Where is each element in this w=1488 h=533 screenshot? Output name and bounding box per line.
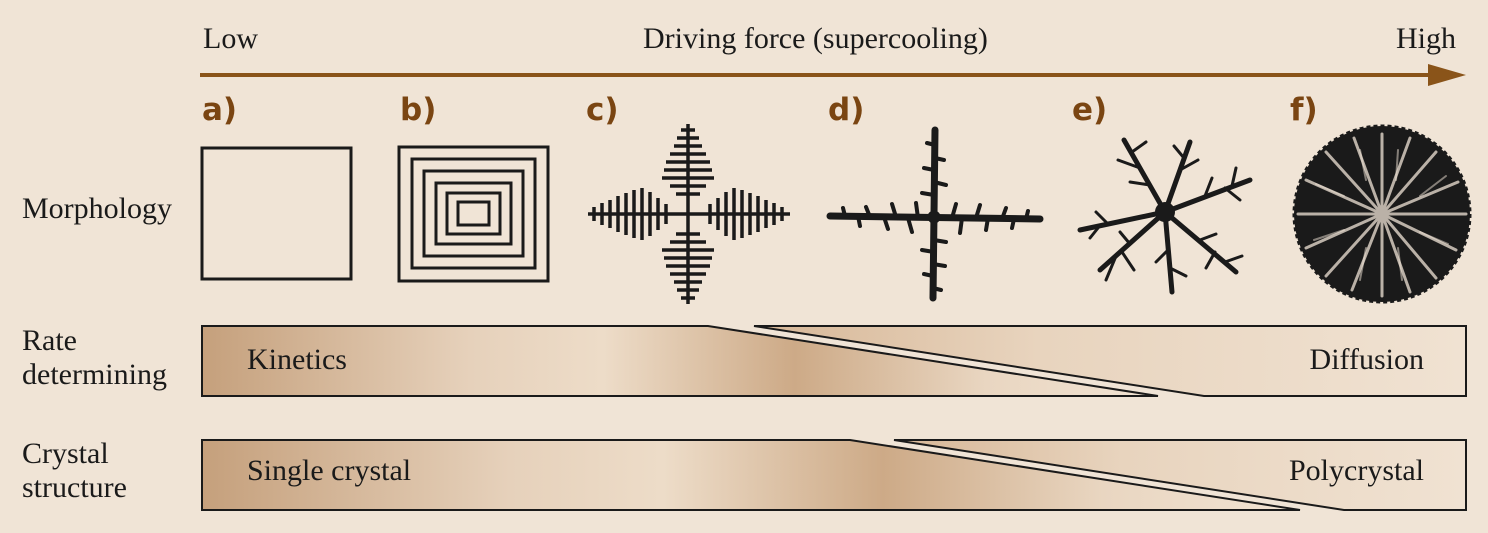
rate-determining-band (201, 325, 1467, 397)
driving-force-arrow (200, 64, 1466, 86)
panel-label-f: f) (1290, 92, 1318, 128)
row-label-crystal-line1: Crystal (22, 437, 109, 470)
diffusion-region (753, 325, 1467, 397)
kinetics-region (201, 325, 1159, 397)
polycrystal-region (893, 439, 1467, 511)
row-label-rate-line2: determining (22, 358, 167, 391)
axis-low-label: Low (203, 22, 258, 55)
row-label-rate-line1: Rate (22, 324, 77, 357)
diffusion-label: Diffusion (1309, 343, 1424, 376)
panel-label-e: e) (1072, 92, 1108, 128)
row-label-morphology: Morphology (22, 192, 172, 225)
morphology-b-concentric-squares (397, 145, 550, 283)
morphology-f-spherulite (1292, 124, 1472, 304)
panel-label-a: a) (202, 92, 238, 128)
single-crystal-label: Single crystal (247, 454, 412, 487)
morphology-e-fractal-dendrite (1077, 137, 1253, 295)
axis-title: Driving force (supercooling) (643, 22, 988, 55)
morphology-c-ladder-dendrite (588, 124, 790, 304)
crystal-structure-band (201, 439, 1467, 511)
kinetics-label: Kinetics (247, 343, 347, 376)
axis-high-label: High (1396, 22, 1456, 55)
panel-label-d: d) (828, 92, 865, 128)
single-crystal-region (201, 439, 1301, 511)
morphology-d-rough-dendrite (826, 126, 1044, 302)
panel-label-c: c) (586, 92, 619, 128)
panel-label-b: b) (400, 92, 437, 128)
polycrystal-label: Polycrystal (1289, 454, 1424, 487)
morphology-a-square (200, 146, 353, 281)
row-label-crystal-line2: structure (22, 471, 127, 504)
